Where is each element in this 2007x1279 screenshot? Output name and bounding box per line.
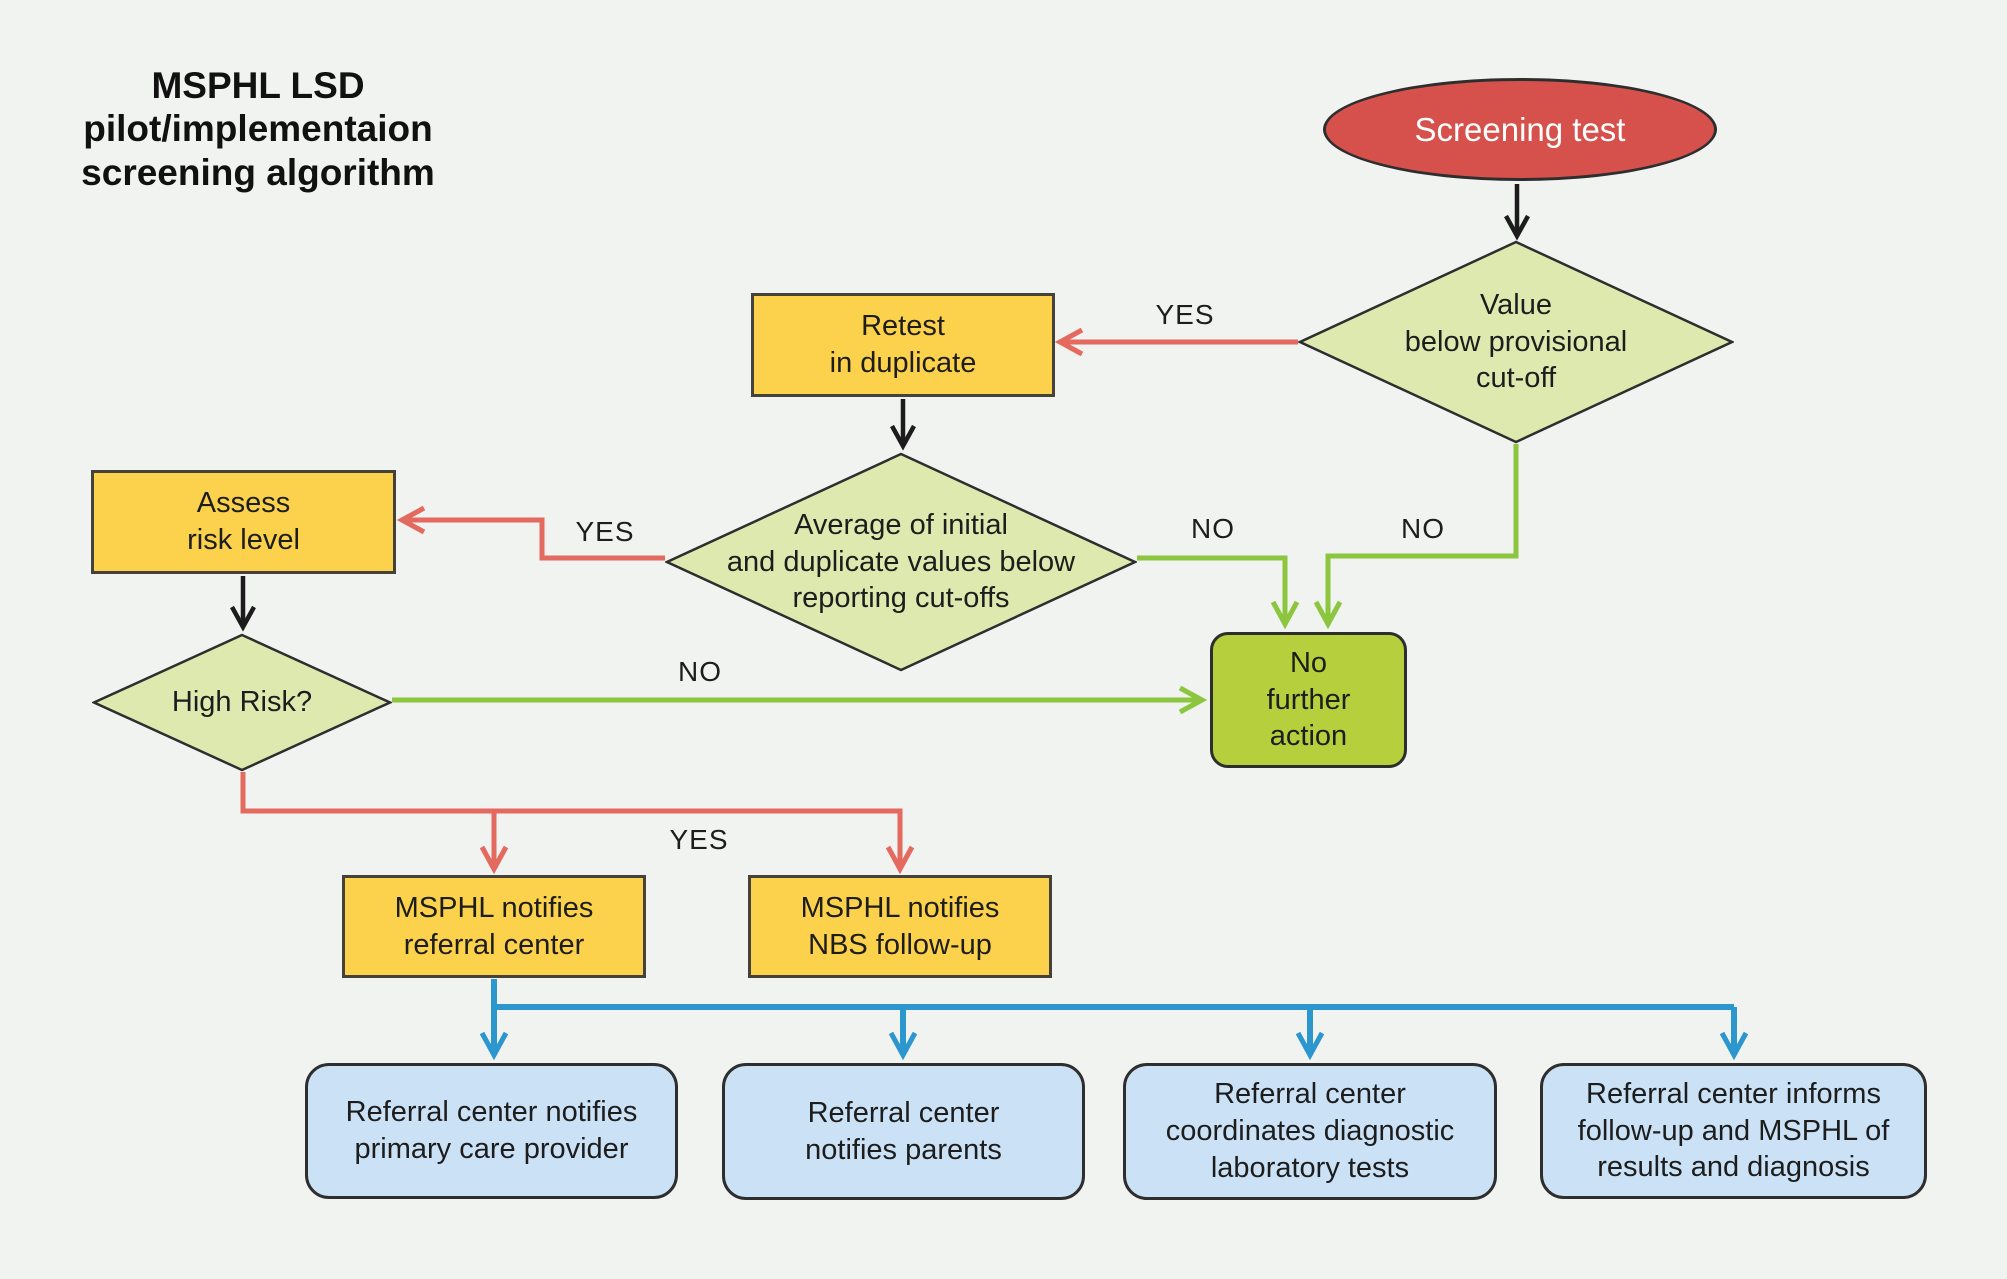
node-notify-referral: MSPHL notifies referral center xyxy=(342,875,646,978)
edge-label-no-from-provisional: NO xyxy=(1401,513,1445,544)
node-retest-label: Retest in duplicate xyxy=(829,310,977,379)
edge-provisional-no-to-noaction xyxy=(1313,444,1519,630)
node-no-further-action-label: No further action xyxy=(1266,646,1351,753)
node-assess-risk-label: Assess risk level xyxy=(187,487,300,556)
node-referral-coordinates-tests-label: Referral center coordinates diagnostic l… xyxy=(1165,1078,1455,1184)
edge-referral-trunk xyxy=(491,979,1734,1010)
node-value-below-provisional: Value below provisional cut-off xyxy=(1298,240,1734,444)
edge-label-yes-to-assess: YES xyxy=(575,516,635,547)
node-notify-nbs: MSPHL notifies NBS follow-up xyxy=(748,875,1052,978)
node-value-below-provisional-label: Value below provisional cut-off xyxy=(1404,288,1628,395)
node-screening-test-label: Screening test xyxy=(1414,110,1626,148)
node-average-below-reporting: Average of initial and duplicate values … xyxy=(665,452,1137,672)
edge-label-yes-to-retest: YES xyxy=(1155,299,1215,330)
edge-highrisk-yes-trunk xyxy=(240,772,915,875)
edge-label-no-from-high-risk: NO xyxy=(678,656,722,687)
node-referral-notifies-pcp-label: Referral center notifies primary care pr… xyxy=(345,1096,638,1165)
diamond-shape xyxy=(92,633,392,772)
node-retest: Retest in duplicate xyxy=(751,293,1055,397)
node-high-risk: High Risk? xyxy=(92,633,392,772)
node-referral-notifies-parents: Referral center notifies parents xyxy=(722,1063,1085,1200)
node-average-below-reporting-label: Average of initial and duplicate values … xyxy=(726,508,1076,615)
edge-average-yes-to-assess xyxy=(396,505,665,561)
node-notify-nbs-label: MSPHL notifies NBS follow-up xyxy=(800,891,1000,961)
diamond-shape xyxy=(665,452,1137,672)
node-referral-notifies-pcp: Referral center notifies primary care pr… xyxy=(305,1063,678,1199)
node-no-further-action: No further action xyxy=(1210,632,1407,768)
diamond-shape xyxy=(1298,240,1734,444)
node-screening-test: Screening test xyxy=(1323,78,1717,181)
edge-label-no-from-average: NO xyxy=(1191,513,1235,544)
node-high-risk-label: High Risk? xyxy=(171,686,313,719)
node-referral-coordinates-tests: Referral center coordinates diagnostic l… xyxy=(1123,1063,1497,1200)
node-referral-informs-results: Referral center informs follow-up and MS… xyxy=(1540,1063,1927,1199)
node-referral-notifies-parents-label: Referral center notifies parents xyxy=(805,1096,1002,1166)
edge-label-yes-from-high-risk: YES xyxy=(669,824,729,855)
node-referral-informs-results-label: Referral center informs follow-up and MS… xyxy=(1577,1077,1890,1184)
node-notify-referral-label: MSPHL notifies referral center xyxy=(394,891,594,961)
page-title: MSPHL LSD pilot/implementaion screening … xyxy=(81,65,435,193)
edge-average-no-to-noaction xyxy=(1137,555,1300,630)
node-assess-risk: Assess risk level xyxy=(91,470,396,574)
